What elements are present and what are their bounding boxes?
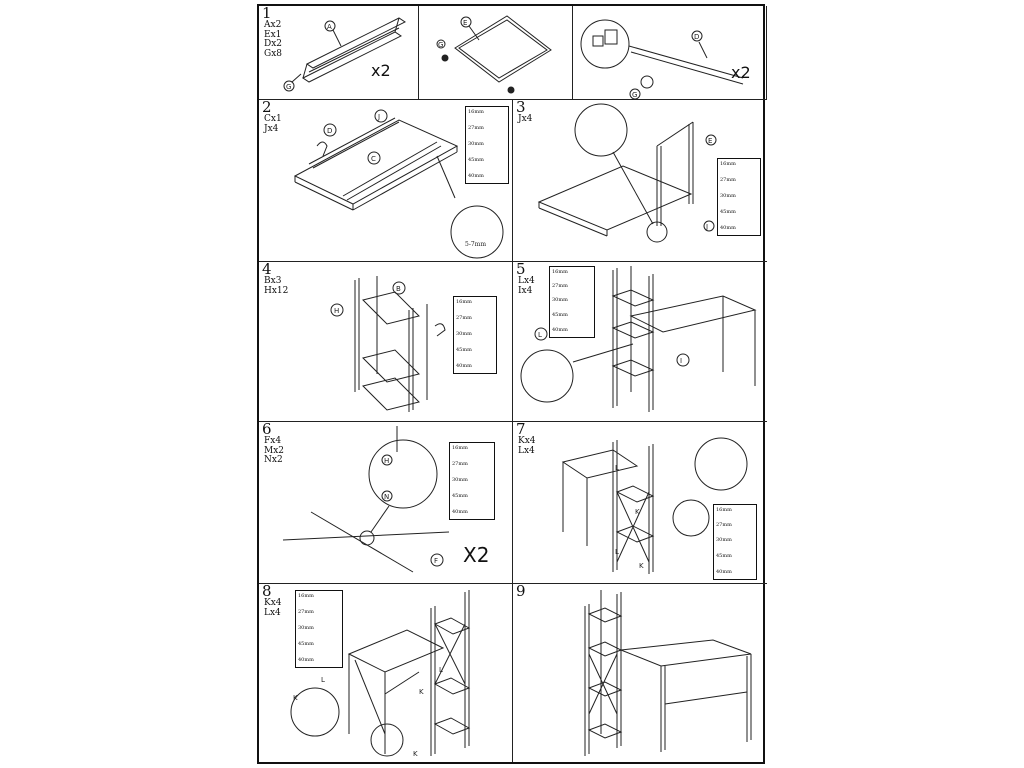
step-2-panel: 2 Cx1 Jx4 D J C 5-7mm 16mm 27mm 30mm 4 (259, 100, 513, 262)
hardware-chart: 16mm 27mm 30mm 45mm 40mm (453, 296, 497, 374)
finished-desk-drawing (584, 590, 752, 756)
desk-attach-drawing: I L (520, 266, 757, 412)
svg-text:E: E (708, 137, 712, 145)
step-number: 4 (262, 262, 272, 278)
step-number: 5 (516, 262, 526, 278)
svg-text:H: H (334, 307, 339, 315)
step-number: 9 (516, 584, 526, 600)
step-number: 8 (262, 584, 272, 600)
svg-text:K: K (293, 694, 298, 702)
step-number: 2 (262, 100, 272, 116)
shelf-unit-drawing: B H (330, 276, 446, 412)
step-7-panel: 7 Kx4 Lx4 L K L K 16mm 27mm 30mm 45mm (513, 422, 767, 584)
desk-brace-drawing: K L K K L (290, 590, 471, 758)
svg-text:L: L (615, 464, 619, 472)
svg-text:C: C (371, 155, 376, 163)
step-number: 7 (516, 422, 526, 438)
parts-list: Cx1 Jx4 (264, 114, 282, 134)
svg-text:E: E (463, 19, 467, 27)
leg-bar-drawing: D G x2 (580, 19, 751, 99)
parts-list: Lx4 Ix4 (518, 276, 535, 296)
step-number: 6 (262, 422, 272, 438)
step-1-panel-c: D G x2 (573, 6, 767, 100)
frame-bottom-drawing: E G (436, 15, 552, 94)
svg-text:G: G (632, 91, 637, 99)
hardware-chart: 16mm 27mm 30mm 45mm 40mm (465, 106, 509, 184)
detail-dimension: 5-7mm (465, 241, 486, 248)
brace-install-drawing: L K L K (561, 437, 748, 574)
svg-text:I: I (680, 357, 682, 365)
hardware-chart: 16mm 27mm 30mm 45mm 40mm (713, 504, 757, 580)
parts-list: Fx4 Mx2 Nx2 (264, 436, 285, 465)
svg-text:L: L (615, 548, 619, 556)
svg-text:J: J (377, 113, 380, 121)
svg-text:D: D (694, 33, 699, 41)
step-4-panel: 4 Bx3 Hx12 B H 16mm 27mm 30mm 45mm (259, 262, 513, 422)
desktop-top-drawing: D J C 5-7mm (293, 109, 504, 259)
instruction-sheet: 1 Ax2 Ex1 Dx2 Gx8 A G x2 (257, 4, 767, 764)
parts-list: Kx4 Lx4 (264, 598, 282, 618)
svg-text:K: K (639, 562, 644, 570)
svg-text:L: L (321, 676, 325, 684)
desk-leg-attach-drawing: E J (537, 103, 717, 243)
multiplier-x2: X2 (463, 543, 489, 567)
step-number: 3 (516, 100, 526, 116)
step-9-panel: 9 (513, 584, 767, 762)
hardware-chart: 16mm 27mm 30mm 45mm 40mm (717, 158, 761, 236)
cross-brace-drawing: H N F X2 (282, 426, 489, 573)
multiplier-x2: x2 (371, 61, 391, 80)
svg-text:L: L (538, 331, 542, 339)
svg-text:H: H (384, 457, 389, 465)
step-8-panel: 8 Kx4 Lx4 K L K K L 16mm 2 (259, 584, 513, 762)
svg-text:J: J (705, 223, 708, 231)
step-5-panel: 5 Lx4 Ix4 I L 16mm 27mm 30mm (513, 262, 767, 422)
svg-text:D: D (327, 127, 332, 135)
svg-text:G: G (286, 83, 291, 91)
svg-text:G: G (438, 41, 443, 49)
parts-list: Jx4 (518, 114, 533, 124)
step-3-panel: 3 Jx4 E J 16mm 27mm 30mm 45mm 40mm (513, 100, 767, 262)
parts-list: Bx3 Hx12 (264, 276, 289, 296)
svg-text:N: N (384, 493, 389, 501)
svg-text:K: K (635, 508, 640, 516)
hardware-chart: 16mm 27mm 30mm 45mm 40mm (549, 266, 595, 338)
svg-text:K: K (419, 688, 424, 696)
multiplier-x2: x2 (731, 63, 751, 82)
svg-text:B: B (396, 285, 401, 293)
step-1-panel-a: 1 Ax2 Ex1 Dx2 Gx8 A G x2 (259, 6, 419, 100)
hardware-chart: 16mm 27mm 30mm 45mm 40mm (449, 442, 495, 520)
parts-list: Ax2 Ex1 Dx2 Gx8 (264, 20, 283, 59)
step-1-panel-b: E G (419, 6, 573, 100)
parts-list: Kx4 Lx4 (518, 436, 536, 456)
svg-text:L: L (439, 666, 443, 674)
step-number: 1 (262, 6, 272, 22)
frame-side-drawing: A G x2 (283, 17, 406, 92)
svg-text:A: A (327, 23, 332, 31)
hardware-chart: 16mm 27mm 30mm 45mm 40mm (295, 590, 343, 668)
svg-text:F: F (434, 557, 438, 565)
step-6-panel: 6 Fx4 Mx2 Nx2 H N F X2 16mm 27mm 30mm 45… (259, 422, 513, 584)
svg-text:K: K (413, 750, 418, 758)
